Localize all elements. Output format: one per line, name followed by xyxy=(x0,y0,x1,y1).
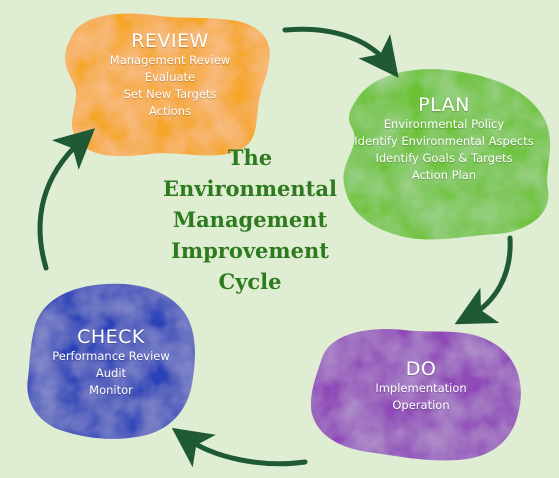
title-line: Improvement xyxy=(171,238,329,263)
review-item: Set New Targets xyxy=(123,87,217,101)
do-blob xyxy=(310,329,521,461)
do-stage: DO Implementation Operation xyxy=(326,358,516,414)
title-line: Cycle xyxy=(218,269,282,294)
check-item: Audit xyxy=(95,366,127,380)
diagram-title: The Environmental Management Improvement… xyxy=(150,142,350,297)
do-title: DO xyxy=(405,358,437,380)
plan-stage: PLAN Environmental Policy Identify Envir… xyxy=(344,94,544,184)
check-item: Monitor xyxy=(89,383,133,397)
check-stage: CHECK Performance Review Audit Monitor xyxy=(36,326,186,399)
review-item: Actions xyxy=(148,104,191,118)
do-item: Implementation xyxy=(375,381,467,395)
review-item: Evaluate xyxy=(144,70,196,84)
plan-item: Identify Goals & Targets xyxy=(375,151,513,165)
plan-blob xyxy=(343,69,551,240)
check-item: Performance Review xyxy=(52,349,170,363)
review-blob xyxy=(65,13,270,157)
review-item: Management Review xyxy=(109,53,231,67)
title-line: Environmental xyxy=(163,176,337,201)
check-blob xyxy=(27,283,195,439)
arrow-check-to-review xyxy=(37,128,96,271)
arrow-do-to-check xyxy=(171,427,308,468)
plan-item: Environmental Policy xyxy=(383,117,505,131)
title-line: The xyxy=(227,145,273,170)
arrow-review-to-plan xyxy=(282,26,399,78)
review-title: REVIEW xyxy=(131,30,209,52)
review-stage: REVIEW Management Review Evaluate Set Ne… xyxy=(80,30,260,120)
plan-title: PLAN xyxy=(418,94,470,116)
title-line: Management xyxy=(172,207,328,232)
plan-item: Action Plan xyxy=(411,168,477,182)
arrow-plan-to-do xyxy=(454,235,513,325)
plan-item: Identify Environmental Aspects xyxy=(354,134,534,148)
check-title: CHECK xyxy=(77,326,145,348)
do-item: Operation xyxy=(392,398,450,412)
